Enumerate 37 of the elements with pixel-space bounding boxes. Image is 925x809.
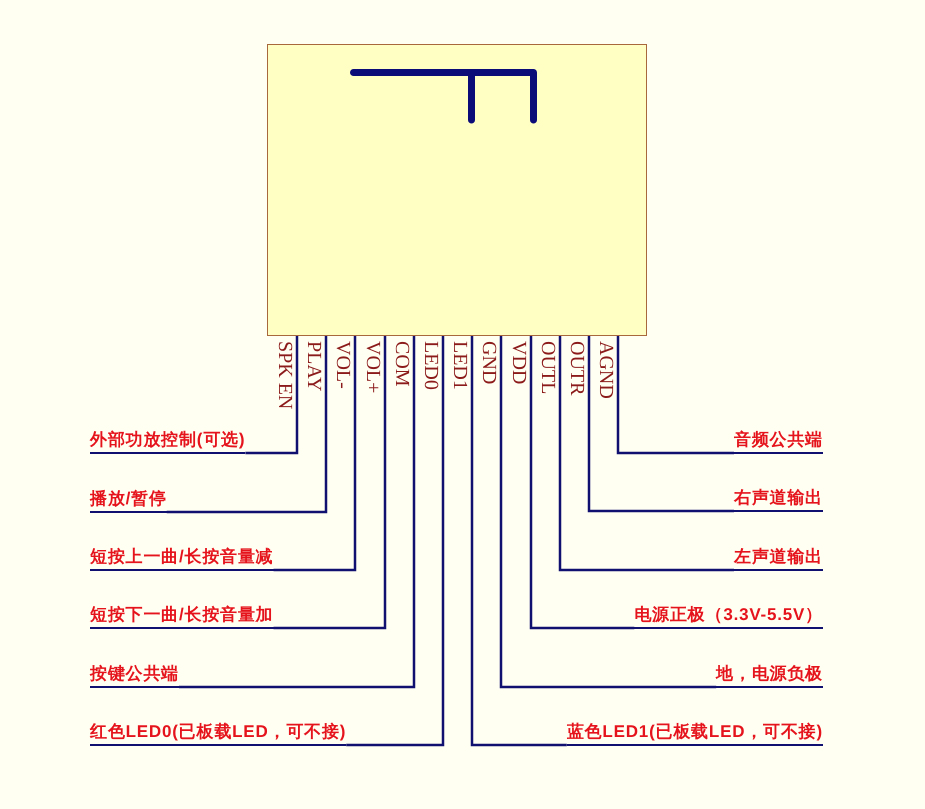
pin-line (558, 336, 734, 572)
pin-label: OUTL (539, 341, 557, 394)
pin-label: LED1 (451, 341, 469, 390)
pin-label: SPK EN (276, 341, 294, 410)
pin-description: 按键公共端 (90, 663, 179, 688)
module-board (267, 44, 647, 336)
pin-label: GND (480, 341, 498, 384)
pin-description: 短按上一曲/长按音量减 (90, 546, 274, 572)
pin-label: OUTR (568, 341, 586, 396)
pin-line (346, 336, 444, 746)
pin-line (616, 336, 734, 454)
pin-description: 音频公共端 (734, 429, 823, 454)
pin-description: 地，电源负极 (716, 663, 823, 688)
pin-label: AGND (597, 341, 615, 399)
pin-line (245, 336, 298, 454)
pin-description: 短按下一曲/长按音量加 (90, 604, 274, 630)
pin-line (470, 336, 567, 746)
pin-label: COM (393, 341, 411, 387)
pin-line (274, 336, 356, 572)
pin-label: VOL- (334, 341, 352, 389)
pin-line (166, 336, 328, 514)
pin-label: LED0 (422, 341, 440, 390)
pin-line (588, 336, 734, 512)
pin-description: 电源正极（3.3V-5.5V） (634, 604, 823, 630)
pin-description: 蓝色LED1(已板载LED，可不接) (566, 721, 823, 746)
pin-label: VOL+ (364, 341, 382, 394)
pin-description: 播放/暂停 (90, 488, 167, 514)
pin-label: VDD (510, 341, 528, 384)
pin-line (274, 336, 386, 630)
pin-description: 右声道输出 (734, 487, 823, 512)
pin-line (530, 336, 634, 630)
pin-label: PLAY (305, 341, 323, 392)
pin-description: 左声道输出 (734, 546, 823, 572)
pin-description: 红色LED0(已板载LED，可不接) (90, 721, 346, 746)
pin-line (179, 336, 416, 688)
pin-line (500, 336, 716, 688)
pin-description: 外部功放控制(可选) (90, 429, 246, 454)
